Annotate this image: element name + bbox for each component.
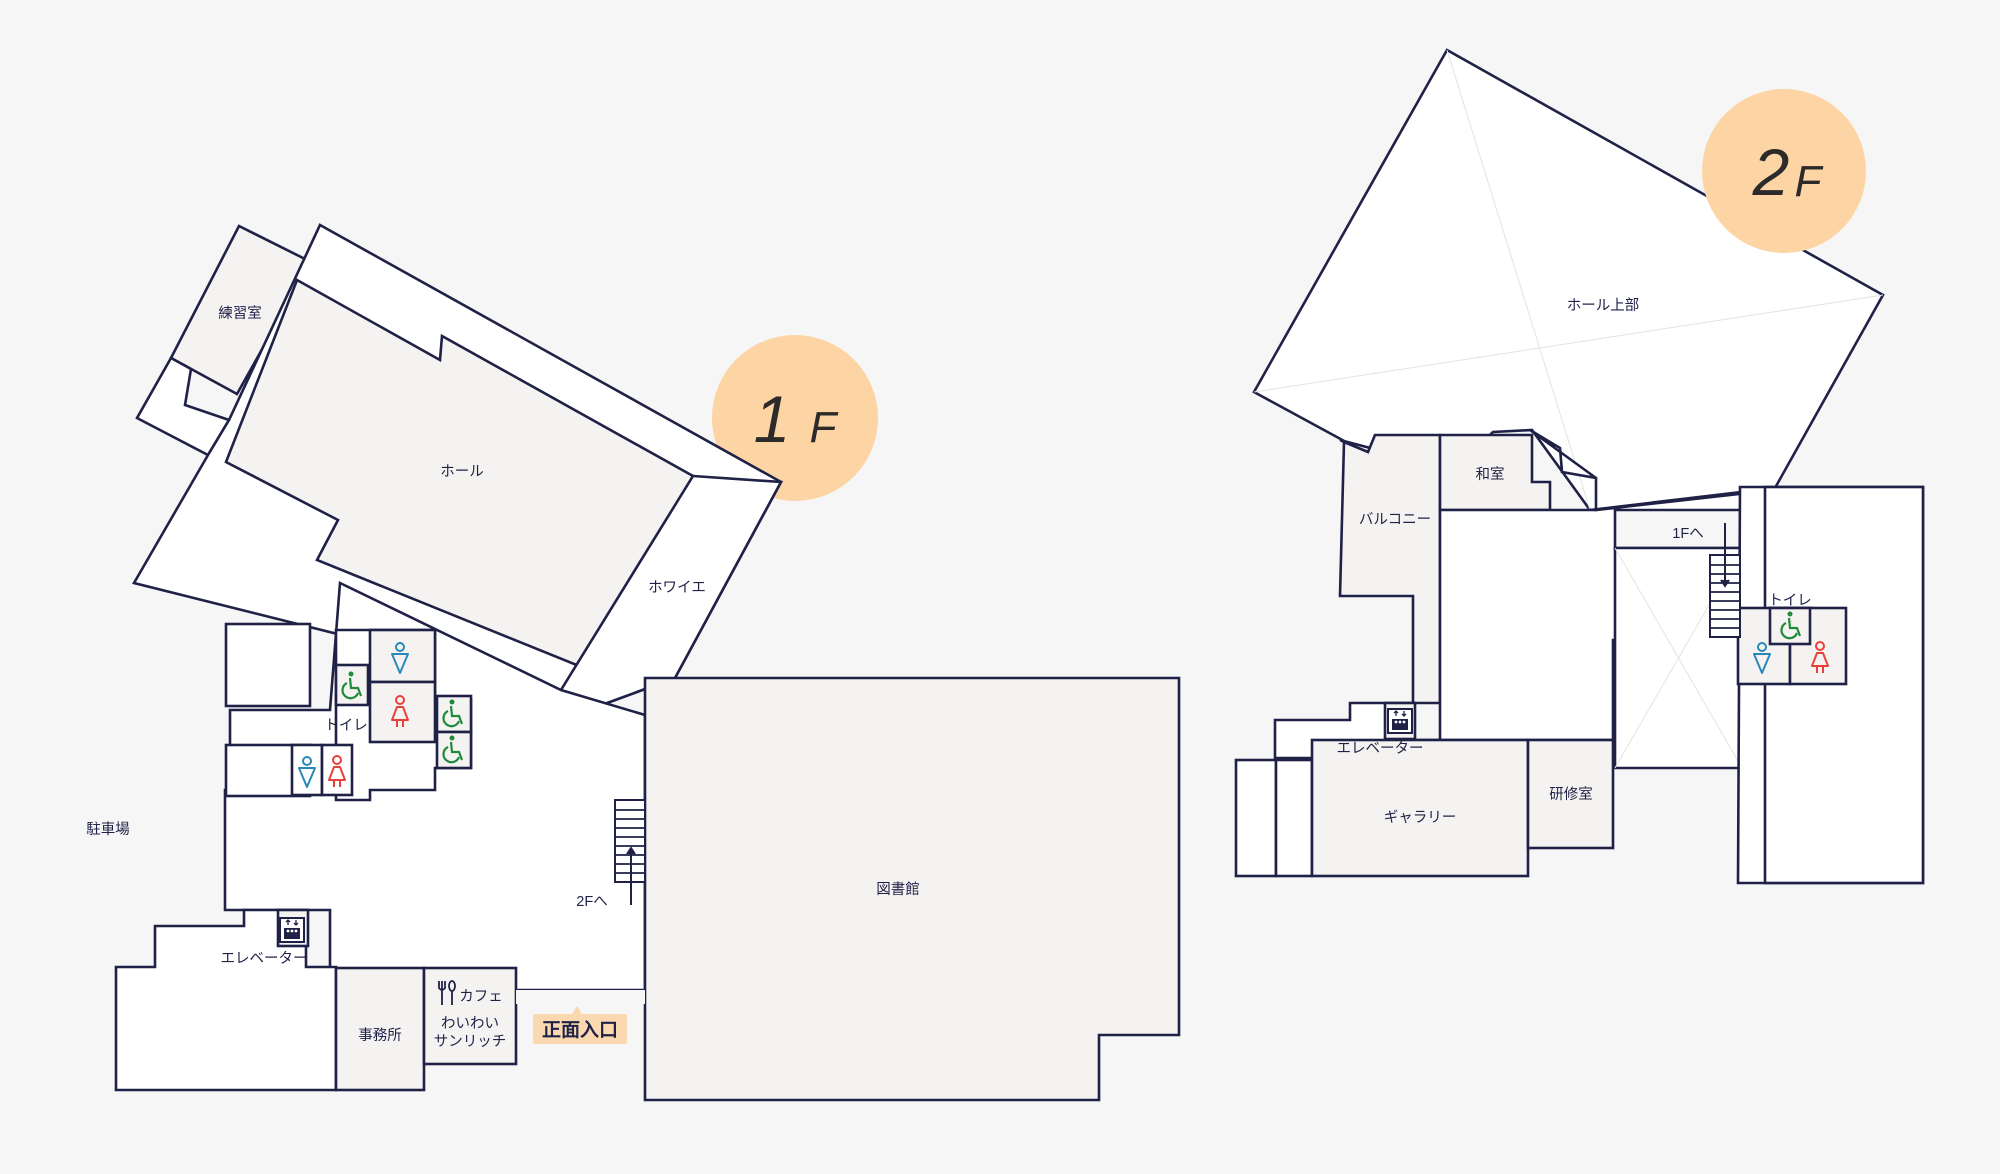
- gallery-room[interactable]: [1310, 738, 1530, 878]
- hall-upper: [1252, 48, 1885, 512]
- toilet-male-1f-b[interactable]: [368, 628, 437, 684]
- main-entrance[interactable]: 正面入口: [516, 990, 645, 1044]
- toilet-female-1f[interactable]: [320, 743, 354, 797]
- elevator-icon: [279, 917, 305, 943]
- practice-room[interactable]: [169, 224, 313, 396]
- label-cafe-name-1: わいわい: [441, 1015, 499, 1032]
- label-parking: 駐車場: [86, 821, 130, 838]
- label-to-1f: 1Fへ: [1672, 526, 1703, 542]
- label-library: 図書館: [876, 881, 920, 898]
- stairs-1f[interactable]: [614, 799, 646, 905]
- svg-text:2: 2: [1752, 135, 1790, 209]
- label-washitsu: 和室: [1476, 466, 1505, 483]
- label-toilet: トイレ: [324, 718, 368, 734]
- label-office: 事務所: [358, 1027, 402, 1044]
- label-practice: 練習室: [218, 305, 262, 322]
- floor-1: 1 F: [86, 223, 1181, 1102]
- room-left-top: [224, 622, 312, 708]
- label-hall: ホール: [440, 464, 484, 480]
- label-elevator: エレベーター: [221, 950, 308, 967]
- room-2f-left-2: [1274, 758, 1314, 878]
- label-to-2f: 2Fへ: [576, 894, 607, 910]
- room-2f-left: [1234, 758, 1278, 878]
- cafe-icon: [438, 980, 456, 1005]
- label-balcony: バルコニー: [1359, 512, 1431, 528]
- label-training: 研修室: [1549, 786, 1593, 803]
- svg-text:F: F: [1795, 157, 1824, 206]
- label-cafe: カフェ: [459, 989, 503, 1005]
- svg-text:正面入口: 正面入口: [542, 1019, 618, 1041]
- toilet-female-1f-b[interactable]: [368, 680, 437, 744]
- floor-1-badge: 1 F: [712, 335, 878, 501]
- label-elevator-2f: エレベーター: [1337, 740, 1424, 757]
- stairs-2f[interactable]: [1709, 523, 1741, 638]
- floor-2-badge: 2 F: [1702, 89, 1866, 253]
- elevator-icon: [1387, 708, 1413, 734]
- svg-text:1: 1: [754, 382, 791, 456]
- label-cafe-name-2: サンリッチ: [434, 1034, 507, 1050]
- foyer-area[interactable]: [559, 474, 784, 716]
- balcony[interactable]: [1338, 433, 1442, 705]
- cafe-room[interactable]: [422, 966, 518, 1066]
- office-room[interactable]: [334, 966, 426, 1092]
- floor-2: 2 F: [1234, 48, 1925, 885]
- label-toilet-2f: トイレ: [1768, 593, 1812, 609]
- label-foyer: ホワイエ: [648, 580, 706, 596]
- label-gallery: ギャラリー: [1384, 809, 1457, 826]
- label-hall-upper: ホール上部: [1567, 297, 1640, 314]
- library-room[interactable]: [643, 676, 1181, 1102]
- svg-text:F: F: [810, 403, 839, 452]
- training-room[interactable]: [1526, 738, 1615, 850]
